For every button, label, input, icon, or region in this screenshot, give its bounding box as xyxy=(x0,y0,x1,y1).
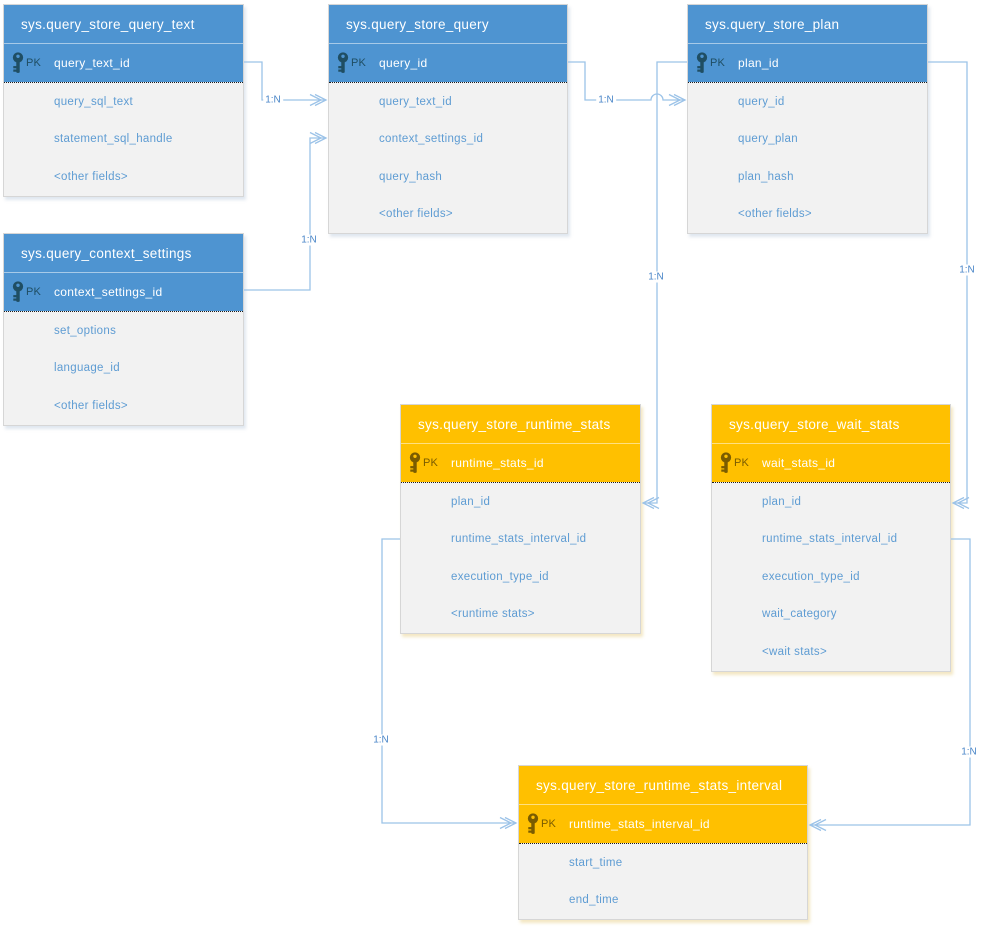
pk-row: PK query_id xyxy=(329,44,567,82)
key-icon xyxy=(12,280,24,302)
key-icon xyxy=(12,51,24,73)
relationship-connector-plan-to-runtime-stats xyxy=(643,61,687,504)
table-title: sys.query_store_wait_stats xyxy=(712,405,950,444)
field-row: end_time xyxy=(569,894,619,907)
key-icon xyxy=(696,51,708,73)
cardinality-label: 1:N xyxy=(646,271,666,283)
pk-row: PK runtime_stats_interval_id xyxy=(519,805,807,843)
field-row: statement_sql_handle xyxy=(54,133,173,146)
key-icon xyxy=(720,451,732,473)
arrowhead-icon xyxy=(499,816,518,830)
cardinality-label: 1:N xyxy=(596,94,616,106)
table-title: sys.query_store_runtime_stats xyxy=(401,405,640,444)
pk-field-name: plan_id xyxy=(738,56,779,70)
pk-row: PK context_settings_id xyxy=(4,273,243,311)
arrowhead-icon xyxy=(641,496,660,510)
arrowhead-icon xyxy=(951,496,970,510)
field-list: start_time end_time xyxy=(519,843,807,919)
field-row: execution_type_id xyxy=(762,570,860,583)
pk-field-name: context_settings_id xyxy=(54,285,163,299)
field-row: <other fields> xyxy=(738,208,812,221)
field-row: set_options xyxy=(54,324,117,337)
field-row: query_text_id xyxy=(379,95,452,108)
field-row: start_time xyxy=(569,856,623,869)
field-row: execution_type_id xyxy=(451,570,549,583)
field-row: query_sql_text xyxy=(54,95,133,108)
pk-row: PK query_text_id xyxy=(4,44,243,82)
field-row: <wait stats> xyxy=(762,645,827,658)
pk-label: PK xyxy=(26,286,42,298)
pk-label: PK xyxy=(710,57,726,69)
table-title: sys.query_store_query_text xyxy=(4,5,243,44)
pk-row: PK runtime_stats_id xyxy=(401,444,640,482)
pk-field-name: wait_stats_id xyxy=(762,456,836,470)
pk-field-name: query_text_id xyxy=(54,56,130,70)
field-row: query_plan xyxy=(738,133,798,146)
pk-label: PK xyxy=(734,457,750,469)
field-list: plan_id runtime_stats_interval_id executio… xyxy=(712,482,950,671)
field-row: plan_id xyxy=(451,495,491,508)
field-row: <other fields> xyxy=(379,208,453,221)
arrowhead-icon xyxy=(808,818,827,832)
key-icon xyxy=(409,451,421,473)
relationship-connector-query-to-plan xyxy=(568,61,685,101)
field-row: wait_category xyxy=(762,608,837,621)
table-title: sys.query_store_runtime_stats_interval xyxy=(519,766,807,805)
field-row: plan_hash xyxy=(738,170,794,183)
key-icon xyxy=(337,51,349,73)
field-row: query_hash xyxy=(379,170,443,183)
pk-label: PK xyxy=(541,818,557,830)
cardinality-label: 1:N xyxy=(263,94,283,106)
field-list: query_id query_plan plan_hash <other fields… xyxy=(688,82,927,233)
cardinality-label: 1:N xyxy=(371,734,391,746)
pk-field-name: runtime_stats_interval_id xyxy=(569,817,710,831)
table-title: sys.query_store_query xyxy=(329,5,567,44)
pk-field-name: query_id xyxy=(379,56,428,70)
field-list: set_options language_id <other fields> xyxy=(4,311,243,425)
cardinality-label: 1:N xyxy=(957,264,977,276)
field-row: <other fields> xyxy=(54,170,128,183)
field-row: <other fields> xyxy=(54,399,128,412)
relationship-connector-context-settings-to-query xyxy=(244,137,326,291)
key-icon xyxy=(527,812,539,834)
field-row: runtime_stats_interval_id xyxy=(451,533,587,546)
relationship-connector-query-text-to-query xyxy=(244,61,326,101)
field-row: language_id xyxy=(54,362,120,375)
arrowhead-icon xyxy=(668,93,687,107)
pk-label: PK xyxy=(26,57,42,69)
pk-row: PK wait_stats_id xyxy=(712,444,950,482)
field-row: plan_id xyxy=(762,495,802,508)
field-list: plan_id runtime_stats_interval_id executio… xyxy=(401,482,640,633)
pk-field-name: runtime_stats_id xyxy=(451,456,544,470)
table-title: sys.query_context_settings xyxy=(4,234,243,273)
field-row: context_settings_id xyxy=(379,133,484,146)
pk-label: PK xyxy=(423,457,439,469)
pk-row: PK plan_id xyxy=(688,44,927,82)
field-row: query_id xyxy=(738,95,785,108)
arrowhead-icon xyxy=(309,93,328,107)
field-list: query_text_id context_settings_id query_ha… xyxy=(329,82,567,233)
arrowhead-icon xyxy=(309,131,328,145)
field-list: query_sql_text statement_sql_handle <other… xyxy=(4,82,243,196)
table-title: sys.query_store_plan xyxy=(688,5,927,44)
field-row: <runtime stats> xyxy=(451,608,535,621)
pk-label: PK xyxy=(351,57,367,69)
field-row: runtime_stats_interval_id xyxy=(762,533,898,546)
cardinality-label: 1:N xyxy=(959,746,979,758)
cardinality-label: 1:N xyxy=(299,234,319,246)
